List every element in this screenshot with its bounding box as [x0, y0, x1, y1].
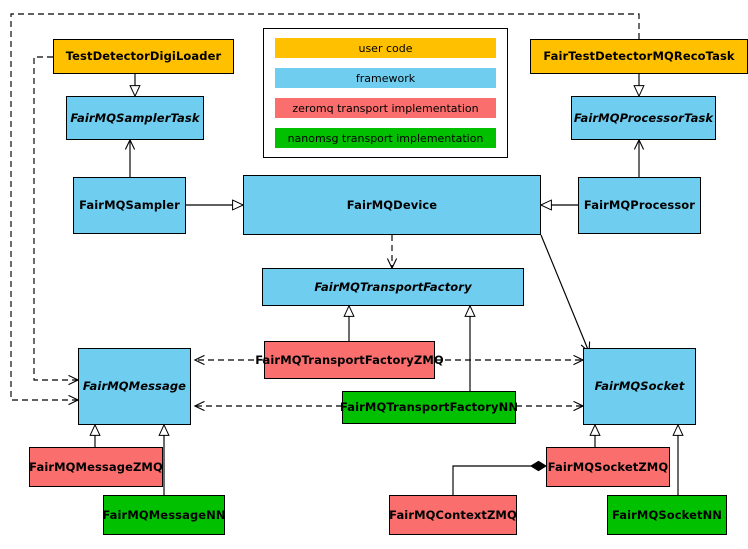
node-fairtestdetectormqrecotask[interactable]: FairTestDetectorMQRecoTask: [530, 39, 748, 74]
node-fairmqtransportfactory[interactable]: FairMQTransportFactory: [262, 268, 524, 306]
node-testdetectordigiloader[interactable]: TestDetectorDigiLoader: [53, 39, 234, 74]
legend-item-zeromq: zeromq transport implementation: [275, 98, 496, 118]
node-fairmqsampler[interactable]: FairMQSampler: [73, 177, 186, 234]
node-fairmqtransportfactorynn[interactable]: FairMQTransportFactoryNN: [339, 391, 519, 424]
node-label: FairMQProcessor: [583, 198, 696, 213]
node-fairmqsocketzmq[interactable]: FairMQSocketZMQ: [546, 447, 670, 487]
node-fairmqmessagenn[interactable]: FairMQMessageNN: [102, 495, 226, 535]
legend-label: framework: [355, 71, 416, 85]
node-label: FairMQSampler: [79, 198, 180, 213]
node-fairmqmessage[interactable]: FairMQMessage: [78, 348, 191, 425]
node-label: FairMQMessage: [82, 379, 187, 394]
node-label: FairMQProcessorTask: [573, 110, 714, 125]
node-label: TestDetectorDigiLoader: [65, 49, 222, 64]
node-label: FairMQSocket: [594, 379, 685, 394]
node-label: FairMQSamplerTask: [70, 110, 200, 125]
node-label: FairTestDetectorMQRecoTask: [543, 49, 735, 64]
node-fairmqsamplertask[interactable]: FairMQSamplerTask: [66, 96, 204, 140]
legend: user code framework zeromq transport imp…: [263, 28, 508, 158]
legend-label: user code: [358, 41, 413, 55]
node-label: FairMQTransportFactory: [314, 279, 472, 294]
node-label: FairMQSocketZMQ: [547, 459, 669, 474]
node-fairmqcontextzmq[interactable]: FairMQContextZMQ: [389, 495, 517, 535]
node-fairmqprocessortask[interactable]: FairMQProcessorTask: [571, 96, 716, 140]
node-label: FairMQMessageNN: [102, 507, 226, 522]
node-fairmqmessagezmq[interactable]: FairMQMessageZMQ: [29, 447, 163, 487]
node-fairmqsocket[interactable]: FairMQSocket: [583, 348, 696, 425]
node-label: FairMQTransportFactoryZMQ: [255, 352, 444, 367]
node-fairmqsocketnn[interactable]: FairMQSocketNN: [607, 495, 727, 535]
node-fairmqdevice[interactable]: FairMQDevice: [243, 175, 541, 235]
edge-device-to-socket: [540, 234, 589, 352]
node-fairmqprocessor[interactable]: FairMQProcessor: [578, 177, 701, 234]
edge-contextzmq-to-socketzmq: [452, 466, 546, 495]
legend-item-nanomsg: nanomsg transport implementation: [275, 128, 496, 148]
legend-label: zeromq transport implementation: [292, 101, 479, 115]
node-label: FairMQContextZMQ: [389, 507, 517, 522]
legend-item-framework: framework: [275, 68, 496, 88]
node-label: FairMQMessageZMQ: [29, 459, 163, 474]
legend-item-user-code: user code: [275, 38, 496, 58]
node-label: FairMQTransportFactoryNN: [339, 400, 519, 415]
legend-label: nanomsg transport implementation: [287, 131, 484, 145]
node-label: FairMQDevice: [346, 197, 438, 212]
node-fairmqtransportfactoryzmq[interactable]: FairMQTransportFactoryZMQ: [255, 341, 444, 379]
node-label: FairMQSocketNN: [611, 507, 723, 522]
